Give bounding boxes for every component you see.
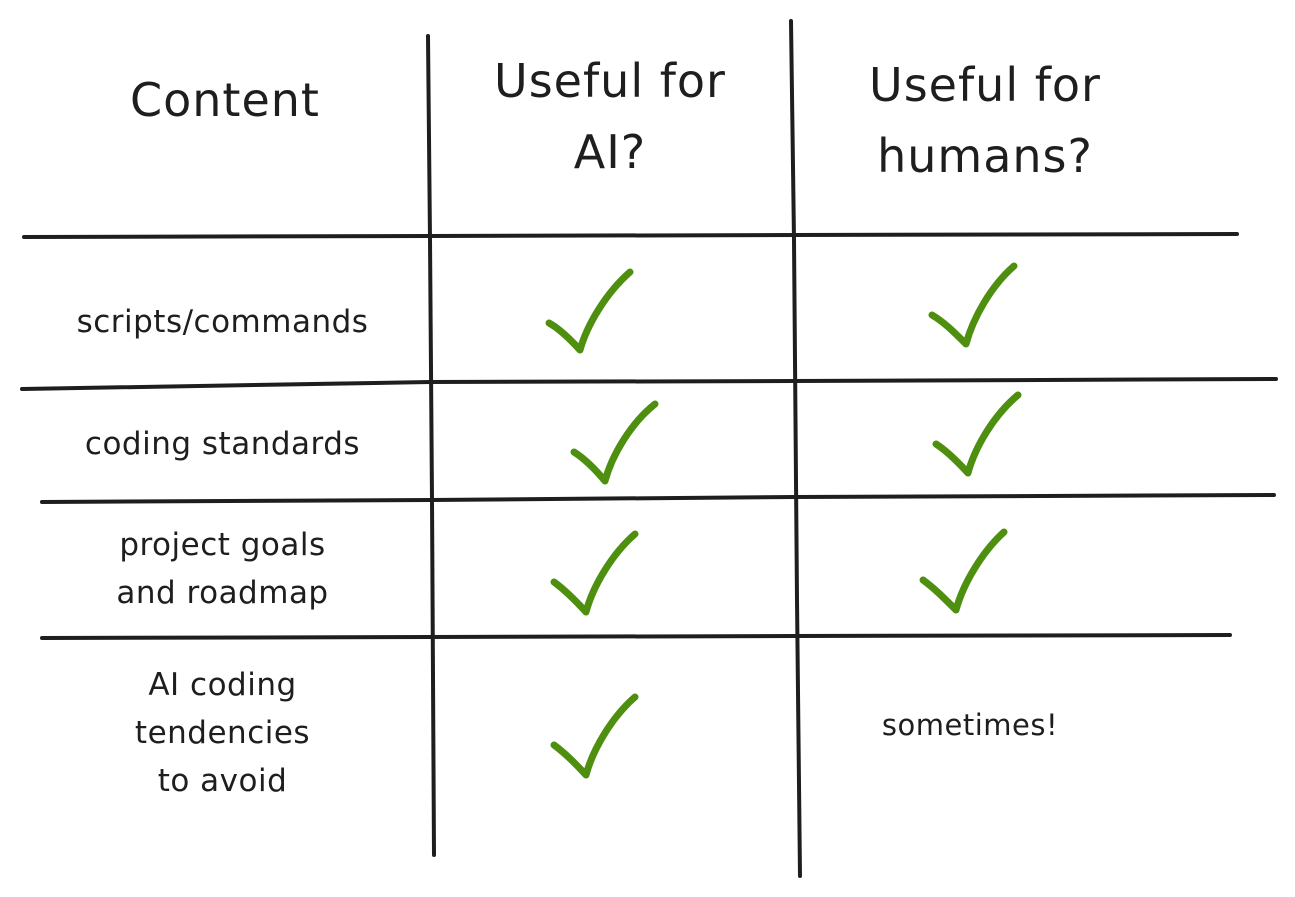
checkmark-icon-stroke bbox=[919, 528, 1008, 614]
header-divider-line bbox=[22, 232, 1239, 239]
row-label-project-goals: project goals and roadmap bbox=[116, 527, 329, 612]
checkmark-icon bbox=[928, 262, 1018, 348]
checkmark-icon-stroke bbox=[545, 268, 634, 354]
header-useful-for-ai: Useful for AI? bbox=[494, 54, 726, 180]
checkmark-icon bbox=[550, 693, 639, 779]
checkmark-icon-stroke bbox=[550, 530, 639, 616]
row-divider-line-2 bbox=[40, 493, 1276, 504]
cell-humans-sometimes: sometimes! bbox=[881, 708, 1059, 742]
header-content: Content bbox=[130, 73, 320, 127]
column-divider-line-2 bbox=[789, 19, 802, 878]
checkmark-icon bbox=[570, 400, 659, 485]
row-label-ai-coding-tendencies: AI coding tendencies to avoid bbox=[134, 667, 311, 800]
checkmark-icon-stroke bbox=[570, 400, 659, 485]
column-divider-line-1 bbox=[426, 34, 436, 857]
row-label-coding-standards: coding standards bbox=[84, 426, 361, 462]
checkmark-icon-stroke bbox=[928, 262, 1018, 348]
checkmark-icon-stroke bbox=[932, 391, 1022, 477]
row-label-scripts-commands: scripts/commands bbox=[76, 304, 369, 340]
header-useful-for-humans: Useful for humans? bbox=[869, 58, 1101, 184]
checkmark-icon bbox=[545, 268, 634, 354]
checkmark-icon bbox=[919, 528, 1008, 614]
checkmark-icon-stroke bbox=[550, 693, 639, 779]
checkmark-icon bbox=[932, 391, 1022, 477]
row-divider-line-3 bbox=[40, 633, 1232, 640]
row-divider-line-1 bbox=[20, 377, 1278, 391]
checkmark-icon bbox=[550, 530, 639, 616]
